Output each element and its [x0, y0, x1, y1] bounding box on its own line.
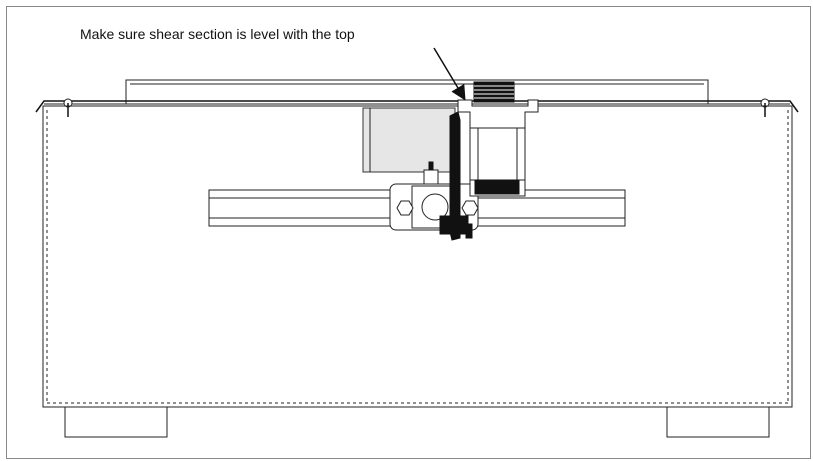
enclosure-lid: [35, 79, 799, 113]
drawing-frame: [6, 6, 811, 459]
mounting-bracket: [362, 107, 456, 173]
annotation-label: Make sure shear section is level with th…: [80, 26, 355, 42]
lower-threads: [474, 179, 520, 195]
left-lid-latch: [63, 98, 73, 117]
left-foot: [64, 406, 168, 438]
rail-clamp-block: [389, 161, 479, 235]
left-hex-nut: [396, 200, 414, 216]
enclosure-body: [42, 105, 793, 408]
annotation-arrow: [433, 47, 466, 101]
right-lid-latch: [760, 98, 770, 117]
shear-section-threads: [473, 81, 515, 103]
fitting-body: [457, 99, 539, 197]
right-hex-nut: [461, 200, 479, 216]
right-foot: [666, 406, 770, 438]
